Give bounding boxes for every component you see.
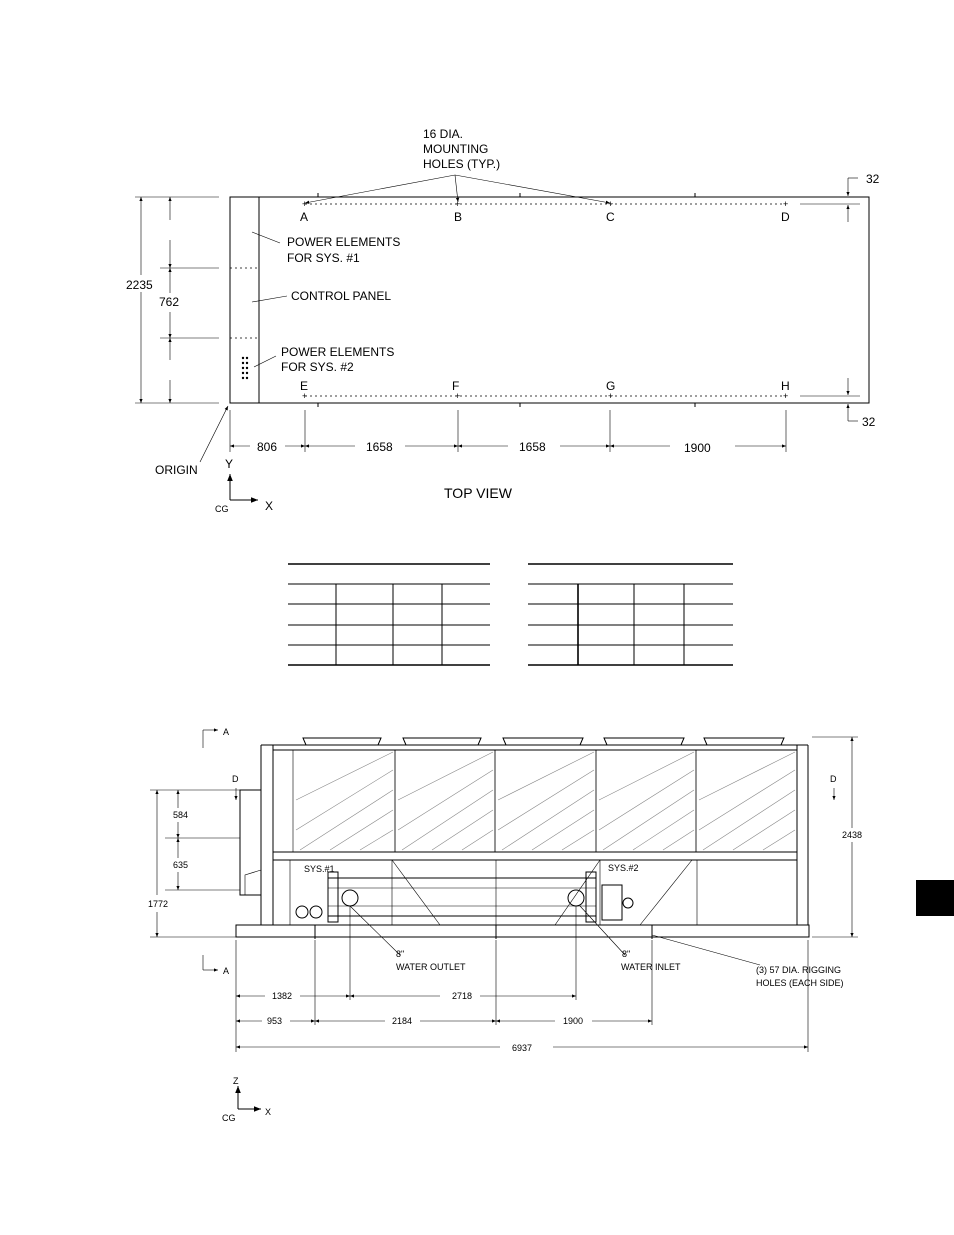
point-a-label: A	[300, 210, 308, 224]
holes-callout-2: MOUNTING	[423, 142, 488, 156]
top-view-title: TOP VIEW	[444, 485, 513, 501]
point-g-label: G	[606, 379, 615, 393]
holes-callout-3: HOLES (TYP.)	[423, 157, 500, 171]
dim-635: 635	[173, 860, 188, 870]
sys2-label: SYS.#2	[608, 863, 639, 873]
svg-text:+: +	[455, 391, 460, 401]
dim-2235: 2235	[126, 278, 153, 292]
axis-y-label: Y	[225, 457, 233, 471]
section-d-right: D	[830, 774, 837, 784]
compressor-right	[601, 884, 623, 921]
svg-text:+: +	[455, 199, 460, 209]
svg-text:+: +	[783, 199, 788, 209]
coil-panels	[292, 749, 798, 853]
unit-outline	[229, 196, 870, 404]
axis-x-label: X	[265, 499, 273, 513]
side-view: SYS.#1 SYS.#2 8" WATER OUTLET 8" WATER I…	[148, 727, 862, 1123]
inlet-label: WATER INLET	[621, 962, 681, 972]
dim-2184: 2184	[392, 1016, 412, 1026]
point-c-label: C	[606, 210, 615, 224]
cooler-barrel	[327, 877, 597, 917]
svg-text:+: +	[783, 391, 788, 401]
dim-2718: 2718	[452, 991, 472, 1001]
section-a-bottom: A	[223, 966, 229, 976]
table-left	[288, 563, 490, 666]
dim-32-top: 32	[866, 172, 880, 186]
dim-1900: 1900	[684, 441, 711, 455]
svg-text:+: +	[608, 391, 613, 401]
svg-text:+: +	[608, 199, 613, 209]
power-sys1-line2: FOR SYS. #1	[287, 251, 360, 265]
water-outlet-connection	[341, 889, 359, 907]
point-f-label: F	[452, 379, 459, 393]
top-view: + + + + + + + + A B C D E F G H 16 DIA. MOUNTI…	[126, 127, 880, 514]
point-e-label: E	[300, 379, 308, 393]
compressor-left-b	[309, 905, 323, 919]
axis-x-label-side: X	[265, 1107, 271, 1117]
dim-1382: 1382	[272, 991, 292, 1001]
control-box	[239, 789, 262, 896]
sys1-label: SYS.#1	[304, 864, 335, 874]
power-sys2-line1: POWER ELEMENTS	[281, 345, 394, 359]
cg-symbol-top: CG	[215, 504, 229, 514]
dim-953: 953	[267, 1016, 282, 1026]
holes-callout-1: 16 DIA.	[423, 127, 463, 141]
point-d-label: D	[781, 210, 790, 224]
dim-32-bottom: 32	[862, 415, 876, 429]
section-a-top: A	[223, 727, 229, 737]
dim-1772: 1772	[148, 899, 168, 909]
rigging-line1: (3) 57 DIA. RIGGING	[756, 965, 841, 975]
dim-1658-a: 1658	[366, 440, 393, 454]
empty-tables	[288, 563, 733, 666]
svg-text:+: +	[302, 391, 307, 401]
water-inlet-connection	[567, 889, 585, 907]
rigging-line2: HOLES (EACH SIDE)	[756, 978, 844, 988]
dim-584: 584	[173, 810, 188, 820]
outlet-size: 8"	[396, 949, 404, 959]
dim-1900-side: 1900	[563, 1016, 583, 1026]
svg-text:+: +	[302, 199, 307, 209]
base-frame	[235, 924, 810, 938]
cg-symbol-side: CG	[222, 1113, 236, 1123]
point-h-label: H	[781, 379, 790, 393]
control-panel-label: CONTROL PANEL	[291, 289, 391, 303]
axis-z-label: Z	[233, 1076, 239, 1086]
inlet-size: 8"	[622, 949, 630, 959]
dim-762: 762	[159, 295, 179, 309]
dim-1658-b: 1658	[519, 440, 546, 454]
dim-806: 806	[257, 440, 277, 454]
compressor-left-a	[295, 905, 309, 919]
power-elements-dots	[241, 356, 249, 380]
section-d-left: D	[232, 774, 239, 784]
section-tab-marker	[916, 880, 954, 916]
power-sys1-line1: POWER ELEMENTS	[287, 235, 400, 249]
power-sys2-line2: FOR SYS. #2	[281, 360, 354, 374]
point-b-label: B	[454, 210, 462, 224]
fan-guards	[302, 737, 785, 746]
dim-6937: 6937	[512, 1043, 532, 1053]
outlet-label: WATER OUTLET	[396, 962, 466, 972]
dim-2438: 2438	[842, 830, 862, 840]
mounting-holes: + + + + + + + +	[302, 199, 788, 401]
table-right	[528, 563, 733, 666]
origin-label: ORIGIN	[155, 463, 198, 477]
